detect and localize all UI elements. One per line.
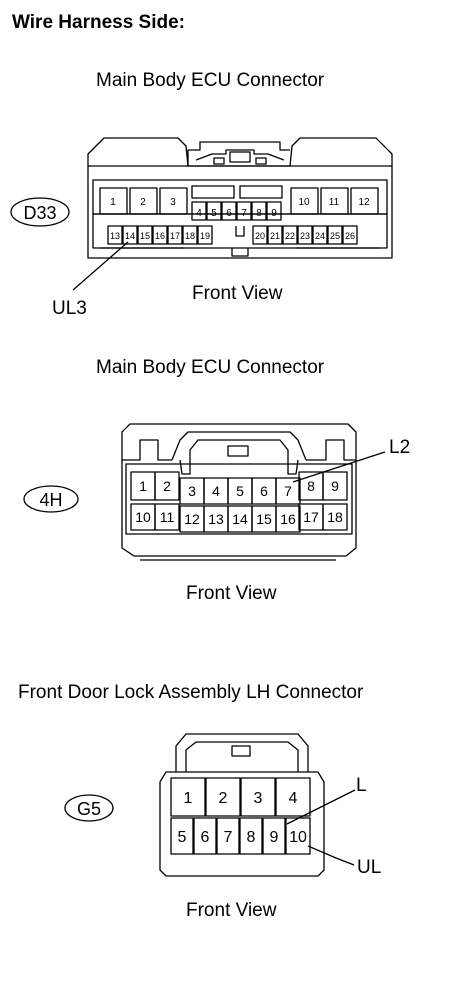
pin-label: 22 bbox=[285, 231, 295, 241]
pin-label: 10 bbox=[135, 509, 151, 525]
callout-label-ul3: UL3 bbox=[52, 298, 87, 319]
pin-label: 17 bbox=[303, 509, 319, 525]
pin-label: 10 bbox=[298, 197, 310, 208]
pin-label: 15 bbox=[256, 511, 272, 527]
connector-body-4h bbox=[121, 423, 357, 561]
callout-line-ul bbox=[307, 845, 355, 866]
pin-grid-g5 bbox=[170, 777, 311, 855]
pin-label: 20 bbox=[255, 231, 265, 241]
connector-body-g5 bbox=[159, 733, 325, 877]
view-label-d33: Front View bbox=[192, 283, 283, 304]
pin-label: 11 bbox=[329, 197, 340, 208]
connector-body-d33 bbox=[87, 137, 393, 259]
pin-label: 7 bbox=[224, 829, 233, 846]
connector-code-d33: D33 bbox=[23, 203, 56, 223]
pin-label: 9 bbox=[271, 208, 277, 219]
connector-title-g5: Front Door Lock Assembly LH Connector bbox=[18, 682, 364, 703]
pin-label: 25 bbox=[330, 231, 340, 241]
pin-label: 1 bbox=[110, 197, 116, 208]
pin-label: 5 bbox=[236, 483, 244, 499]
pin-label: 4 bbox=[212, 483, 220, 499]
pin-label: 13 bbox=[110, 231, 120, 241]
pin-label: 1 bbox=[184, 790, 193, 807]
pin-label: 1 bbox=[139, 478, 147, 494]
pin-label: 7 bbox=[241, 208, 247, 219]
pin-label: 3 bbox=[188, 483, 196, 499]
pin-label: 6 bbox=[226, 208, 232, 219]
pin-label: 14 bbox=[232, 511, 248, 527]
pin-label: 26 bbox=[345, 231, 355, 241]
pin-label: 16 bbox=[280, 511, 296, 527]
pin-label: 12 bbox=[358, 197, 370, 208]
pin-label: 15 bbox=[140, 231, 150, 241]
callout-label-l2: L2 bbox=[389, 437, 410, 458]
pin-label: 2 bbox=[219, 790, 228, 807]
pin-label: 21 bbox=[270, 231, 280, 241]
callout-line-ul3 bbox=[72, 241, 129, 291]
connector-code-oval-d33 bbox=[10, 197, 70, 227]
pin-label: 5 bbox=[178, 829, 187, 846]
connector-title-d33: Main Body ECU Connector bbox=[96, 70, 325, 91]
page-heading: Wire Harness Side: bbox=[12, 12, 186, 33]
pin-label: 19 bbox=[200, 231, 210, 241]
pin-label: 10 bbox=[289, 829, 307, 846]
pin-label: 8 bbox=[247, 829, 256, 846]
view-label-g5: Front View bbox=[186, 900, 277, 921]
pin-grid-4h bbox=[130, 471, 348, 533]
connector-code-4h: 4H bbox=[39, 490, 62, 510]
pin-label: 2 bbox=[140, 197, 146, 208]
callout-label-l: L bbox=[356, 775, 367, 796]
pin-label: 17 bbox=[170, 231, 180, 241]
pin-label: 8 bbox=[307, 478, 315, 494]
pin-label: 6 bbox=[260, 483, 268, 499]
pin-label: 16 bbox=[155, 231, 165, 241]
pin-label: 23 bbox=[300, 231, 310, 241]
callout-line-l bbox=[286, 789, 356, 825]
pin-label: 24 bbox=[315, 231, 325, 241]
pin-label: 9 bbox=[270, 829, 279, 846]
pin-grid-d33 bbox=[99, 187, 379, 245]
pin-label: 18 bbox=[185, 231, 195, 241]
pin-label: 9 bbox=[331, 478, 339, 494]
pin-label: 4 bbox=[289, 790, 298, 807]
pin-label: 12 bbox=[184, 511, 200, 527]
pin-label: 2 bbox=[163, 478, 171, 494]
pin-label: 14 bbox=[125, 231, 135, 241]
view-label-4h: Front View bbox=[186, 583, 277, 604]
pin-label: 5 bbox=[211, 208, 217, 219]
pin-label: 3 bbox=[170, 197, 176, 208]
pin-label: 6 bbox=[201, 829, 210, 846]
connector-code-g5: G5 bbox=[77, 799, 101, 819]
pin-label: 3 bbox=[254, 790, 263, 807]
pin-label: 13 bbox=[208, 511, 224, 527]
callout-line-l2 bbox=[292, 451, 386, 483]
pin-label: 8 bbox=[256, 208, 262, 219]
connector-code-oval-4h bbox=[23, 485, 79, 513]
callout-label-ul: UL bbox=[357, 857, 381, 878]
connector-title-4h: Main Body ECU Connector bbox=[96, 357, 325, 378]
pin-label: 18 bbox=[327, 509, 343, 525]
pin-label: 7 bbox=[284, 483, 292, 499]
connector-code-oval-g5 bbox=[64, 794, 114, 822]
pin-label: 4 bbox=[196, 208, 202, 219]
pin-label: 11 bbox=[160, 509, 175, 525]
